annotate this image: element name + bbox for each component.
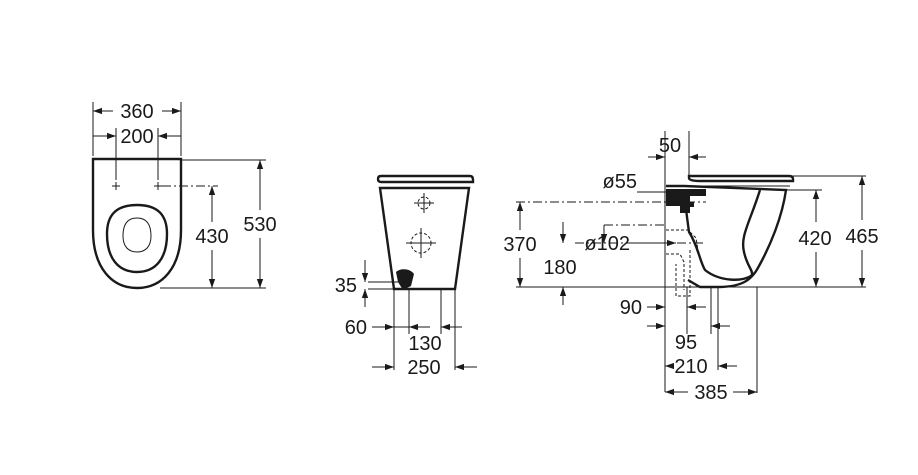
inlet-crosshair xyxy=(414,193,434,213)
dim-side-outlet-height: 180 xyxy=(543,257,576,279)
seat-opening xyxy=(105,203,169,274)
back-view: 35 60 130 250 xyxy=(335,174,477,379)
side-view: 50 ø55 370 ø102 180 420 465 90 xyxy=(503,131,879,404)
dim-side-overall-length: 385 xyxy=(694,382,727,404)
bowl-outline xyxy=(91,157,183,290)
dim-side-overall-height: 465 xyxy=(845,226,878,248)
fixing-point-right xyxy=(154,182,162,190)
dim-top-fixing-depth: 430 xyxy=(195,226,228,248)
bowl-body xyxy=(666,184,788,289)
dim-back-outlet-height: 35 xyxy=(335,275,357,297)
dim-side-outlet-diameter: ø102 xyxy=(584,233,630,255)
outlet-crosshair xyxy=(406,228,436,258)
dim-side-outlet-dist-a: 90 xyxy=(620,297,642,319)
dim-side-inlet-diameter: ø55 xyxy=(603,171,637,193)
inlet-spigot xyxy=(666,189,706,213)
dim-side-bowl-height: 420 xyxy=(798,228,831,250)
dim-side-outlet-dist-b: 95 xyxy=(675,332,697,354)
outlet-hidden xyxy=(666,229,699,297)
dim-back-base-width: 250 xyxy=(407,357,440,379)
dim-side-seat-setback: 50 xyxy=(659,135,681,157)
dim-back-outlet-side: 60 xyxy=(345,317,367,339)
bowl-inner xyxy=(122,217,152,253)
top-view: 360 200 430 530 xyxy=(91,101,277,290)
seat-rim xyxy=(376,174,475,184)
dim-side-inlet-height: 370 xyxy=(503,234,536,256)
dim-top-overall-width: 360 xyxy=(120,101,153,123)
dim-top-overall-depth: 530 xyxy=(243,214,276,236)
dim-side-outlet-dist-c: 210 xyxy=(674,356,707,378)
dim-top-fixing-spacing: 200 xyxy=(120,126,153,148)
dim-back-fixing-spacing: 130 xyxy=(408,333,441,355)
seat-lid xyxy=(687,174,795,183)
outlet-stub xyxy=(396,269,414,290)
fixing-point-left xyxy=(112,182,120,190)
